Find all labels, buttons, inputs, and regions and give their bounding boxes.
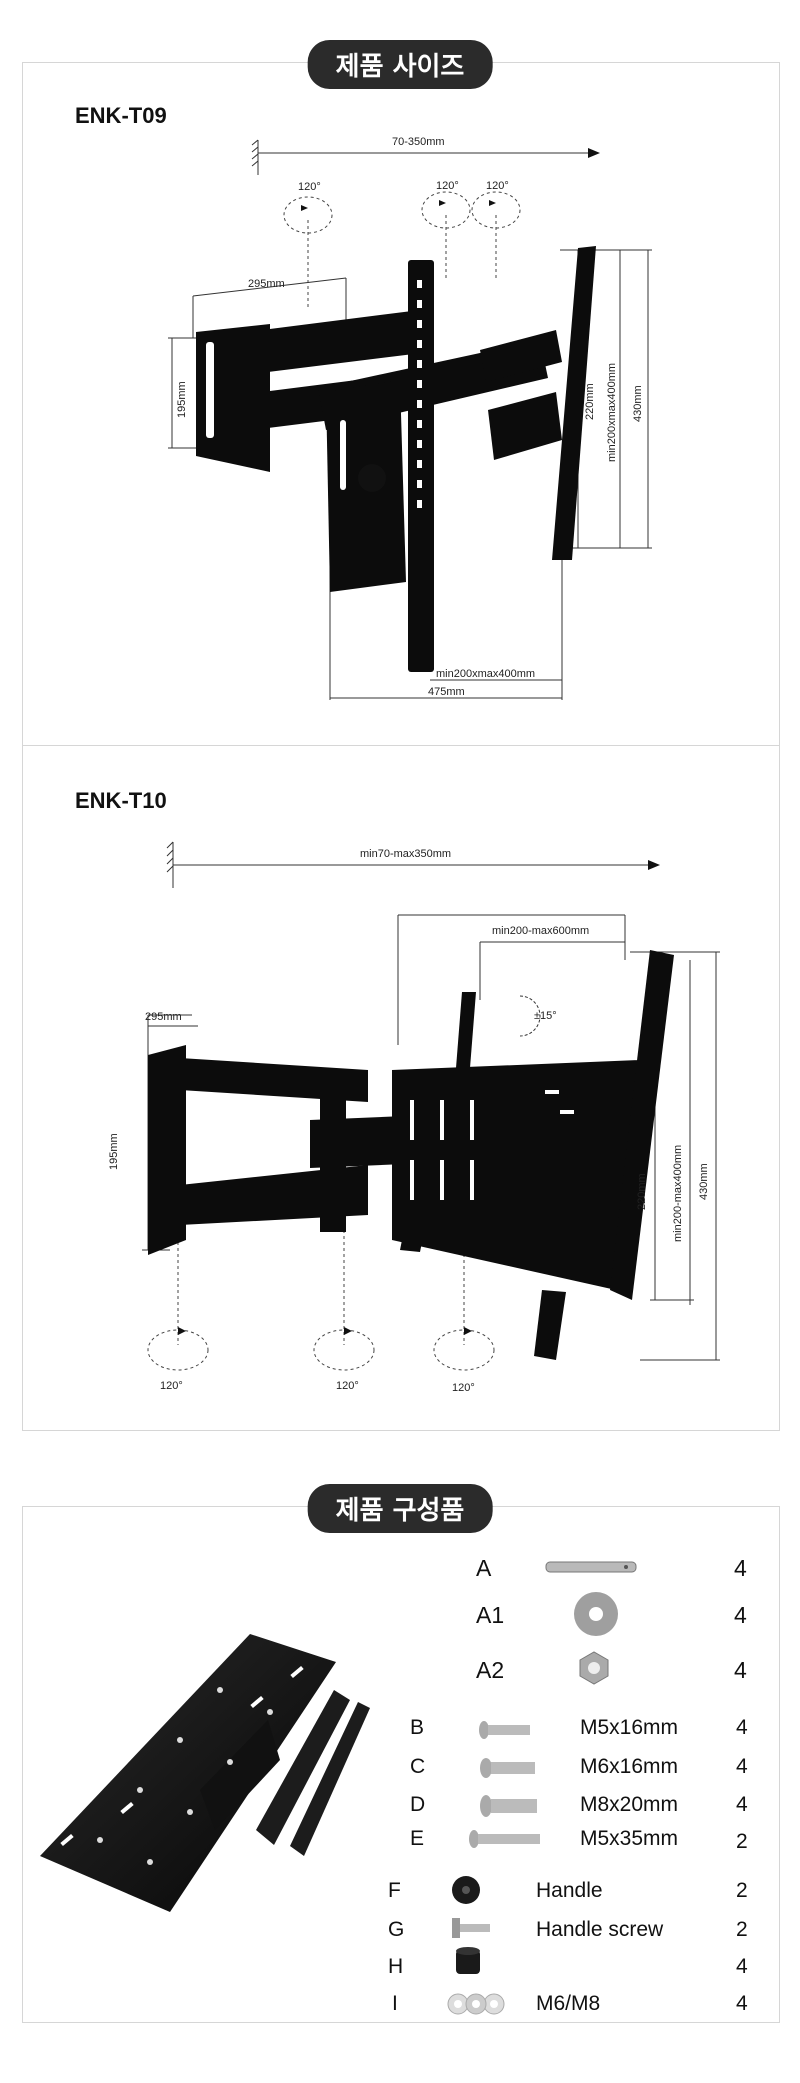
part-qty-a2: 4 <box>734 1657 747 1683</box>
part-qty-c: 4 <box>736 1755 748 1778</box>
t09-h-vesa: min200xmax400mm <box>436 668 536 680</box>
t10-tilt: ±15° <box>534 1010 557 1022</box>
part-desc-e: M5x35mm <box>580 1827 679 1850</box>
part-desc-f: Handle <box>536 1879 603 1902</box>
spacer-icon <box>456 1947 480 1974</box>
handle-screw-icon <box>452 1918 490 1938</box>
t10-angle-right: 120° <box>452 1382 475 1394</box>
t10-h-vesa: min200-max600mm <box>492 925 590 937</box>
part-qty-e: 2 <box>736 1830 748 1853</box>
part-letter-a1: A1 <box>476 1602 505 1628</box>
part-letter-b: B <box>410 1716 425 1739</box>
section-title-size: 제품 사이즈 <box>307 40 493 89</box>
part-qty-g: 2 <box>736 1918 748 1941</box>
model-label-t09: ENK-T09 <box>75 103 167 128</box>
part-qty-a1: 4 <box>734 1602 747 1628</box>
part-desc-d: M8x20mm <box>580 1793 679 1816</box>
long-screw-icon <box>469 1830 540 1848</box>
part-letter-h: H <box>388 1955 404 1978</box>
t10-angle-mid: 120° <box>336 1380 359 1392</box>
part-desc-g: Handle screw <box>536 1918 664 1941</box>
t10-depth-label: min70-max350mm <box>360 848 452 860</box>
section-title-components: 제품 구성품 <box>307 1484 493 1533</box>
part-letter-a: A <box>476 1555 492 1581</box>
nut-icon <box>579 1651 609 1685</box>
part-desc-i: M6/M8 <box>536 1992 601 2015</box>
pin-icon <box>545 1561 637 1573</box>
t09-angle-left: 120° <box>298 181 321 193</box>
part-qty-a: 4 <box>734 1555 747 1581</box>
part-qty-f: 2 <box>736 1879 748 1902</box>
t09-arm-width: 295mm <box>248 278 285 290</box>
t09-depth-label: 70-350mm <box>392 136 445 148</box>
screw-icon-b <box>479 1721 530 1739</box>
part-qty-h: 4 <box>736 1955 748 1978</box>
screw-icon-d <box>480 1795 537 1817</box>
part-qty-i: 4 <box>736 1992 748 2015</box>
part-letter-i: I <box>392 1992 398 2015</box>
part-qty-d: 4 <box>736 1793 748 1816</box>
t10-angle-left: 120° <box>160 1380 183 1392</box>
t09-angle-right: 120° <box>486 180 509 192</box>
part-letter-c: C <box>410 1755 426 1778</box>
t09-h-475: 475mm <box>428 686 465 698</box>
t10-arm-width: 295mm <box>145 1011 182 1023</box>
washer-icon <box>574 1592 618 1636</box>
handle-knob-icon <box>452 1876 480 1904</box>
part-desc-c: M6x16mm <box>580 1755 679 1778</box>
t09-angle-mid: 120° <box>436 180 459 192</box>
washers-icon <box>447 1993 505 2015</box>
model-label-t10: ENK-T10 <box>75 788 167 813</box>
part-letter-d: D <box>410 1793 426 1816</box>
part-letter-a2: A2 <box>476 1657 505 1683</box>
part-desc-b: M5x16mm <box>580 1716 679 1739</box>
screw-icon-c <box>480 1758 535 1778</box>
part-letter-g: G <box>388 1918 405 1941</box>
part-letter-e: E <box>410 1827 425 1850</box>
part-letter-f: F <box>388 1879 401 1902</box>
part-qty-b: 4 <box>736 1716 748 1739</box>
